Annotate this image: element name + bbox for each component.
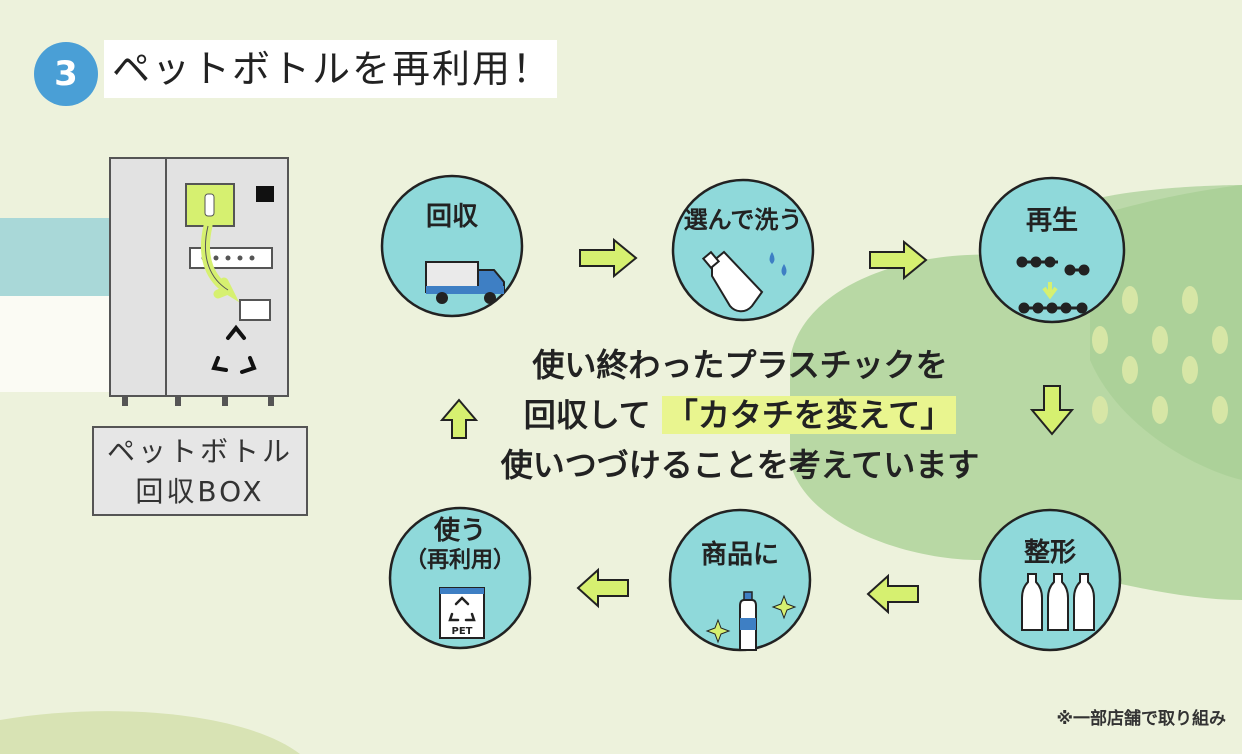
bottom-left-blob	[0, 711, 300, 754]
washing-bottle-icon	[701, 250, 787, 313]
step-number-badge: 3	[34, 42, 98, 106]
arrow-left-1	[866, 573, 919, 615]
recycle-icon	[211, 324, 257, 374]
step-label-reuse-line1: 使う	[433, 516, 486, 546]
step-label-reuse-line2: （再利用）	[405, 548, 516, 573]
teal-stripe	[0, 218, 110, 296]
step-circle-reuse	[388, 506, 532, 650]
white-stripe	[0, 296, 110, 392]
title-background	[104, 40, 557, 98]
step-label-collect: 回収	[425, 202, 478, 232]
recycle-box-label: ペットボトル 回収BOX	[92, 426, 308, 516]
molecule-chain-icon	[1016, 256, 1090, 314]
footnote: ※一部店舗で取り組み	[1056, 709, 1226, 729]
step-label-wash: 選んで洗う	[683, 206, 803, 234]
truck-icon	[425, 261, 505, 304]
flow-arrows	[439, 237, 1075, 615]
arrow-right-1	[579, 237, 638, 279]
center-message-line1: 使い終わったプラスチックを	[532, 346, 948, 384]
recycle-box-label-line2: 回収BOX	[135, 475, 265, 508]
pet-bag-icon	[439, 587, 485, 639]
ticket-icon	[239, 299, 271, 321]
center-message-highlight: 「カタチを変えて」	[661, 396, 957, 434]
arrow-right-2	[869, 239, 928, 281]
screen-icon	[256, 186, 274, 202]
step-label-regenerate: 再生	[1025, 206, 1078, 236]
page-title: ペットボトルを再利用！	[112, 47, 553, 91]
center-message-line2: 回収して 「カタチを変えて」	[470, 390, 1010, 440]
step-circle-regenerate	[978, 176, 1126, 324]
arrow-down	[1029, 385, 1075, 436]
arrow-up	[439, 398, 479, 439]
recycle-box-machine	[109, 157, 289, 406]
pet-bag-text: PET	[452, 626, 473, 637]
center-message-line2-prefix: 回収して	[523, 396, 651, 434]
bottle-icon	[204, 193, 215, 217]
center-message: 使い終わったプラスチックを 回収して 「カタチを変えて」 使いつづけることを考え…	[470, 340, 1010, 490]
center-message-line3: 使いつづけることを考えています	[500, 446, 980, 484]
recycle-box-label-line1: ペットボトル	[106, 435, 293, 468]
product-bottle-icon	[705, 591, 797, 651]
step-label-product: 商品に	[700, 540, 779, 570]
step-circle-wash	[671, 178, 815, 322]
step-label-shape: 整形	[1023, 538, 1076, 568]
step-label-reuse: 使う （再利用）	[405, 516, 515, 576]
bottles-icon	[1021, 573, 1095, 631]
dot-pattern	[1092, 286, 1228, 424]
arrow-left-2	[576, 567, 629, 609]
